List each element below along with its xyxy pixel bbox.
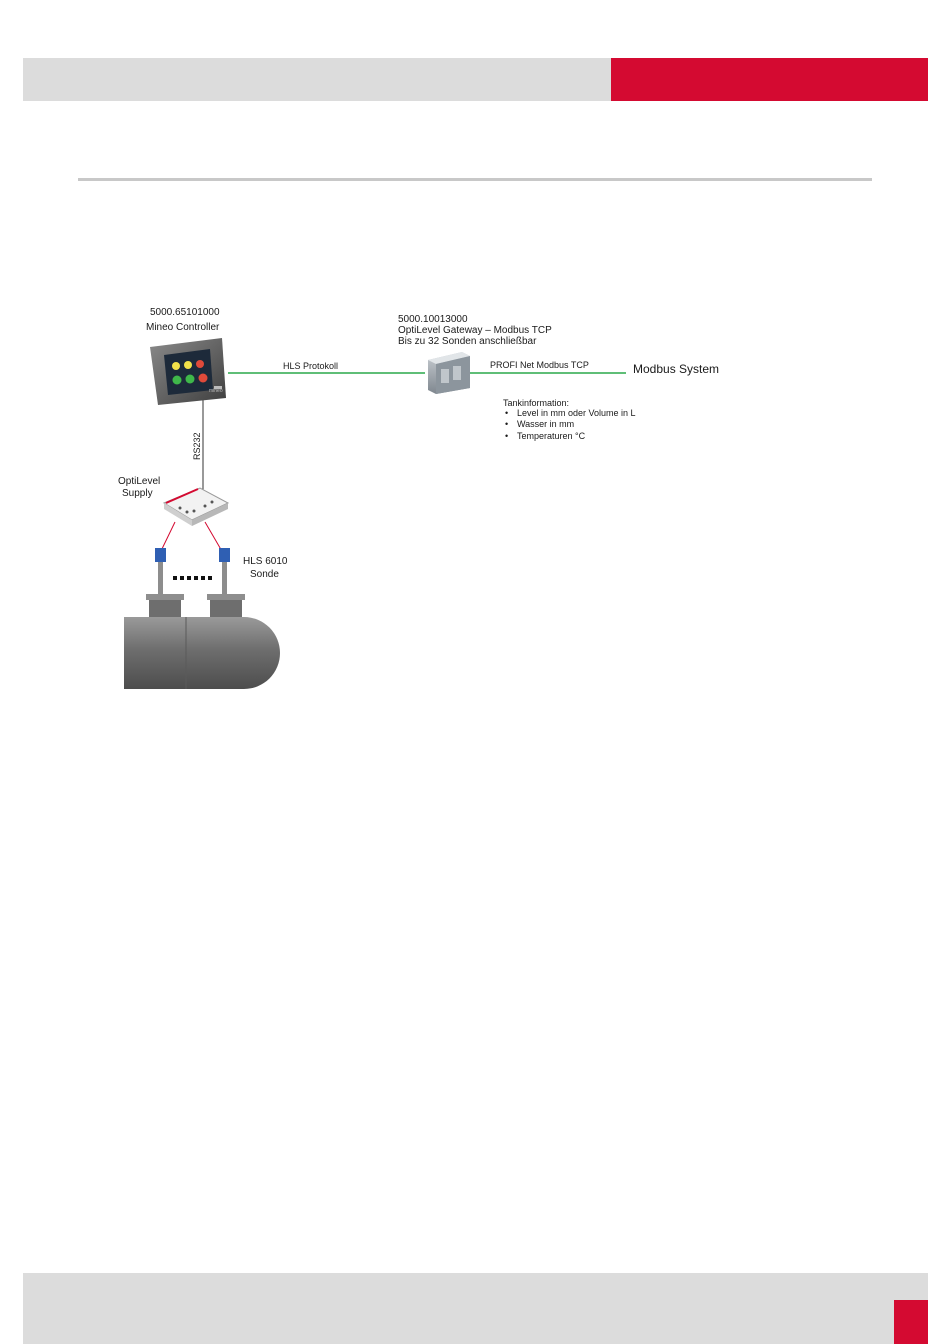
tank-info-item-level: Level in mm oder Volume in L (517, 408, 636, 418)
probe-right-icon (219, 548, 230, 594)
probe-label-line2: Sonde (250, 569, 279, 580)
tank-info-item-water: Wasser in mm (517, 419, 574, 429)
mineo-controller-icon (150, 338, 226, 405)
tank-info-item-temperature: Temperaturen °C (517, 431, 586, 441)
optilevel-supply-icon (164, 488, 228, 526)
tank-icon (124, 594, 280, 689)
tank-info-bullet: • (505, 431, 508, 441)
footer-accent-block (894, 1300, 928, 1344)
probe-label-line1: HLS 6010 (243, 556, 288, 567)
ellipsis-dots (173, 576, 212, 580)
gateway-part-number: 5000.10013000 (398, 314, 468, 325)
rs232-label: RS232 (192, 432, 202, 460)
supply-label-line2: Supply (122, 488, 153, 499)
profinet-modbus-label: PROFI Net Modbus TCP (490, 360, 589, 370)
hls-protocol-label: HLS Protokoll (283, 361, 338, 371)
tank-info-title: Tankinformation: (503, 398, 569, 408)
controller-screen-brand: mineo (209, 388, 223, 394)
modbus-system-label: Modbus System (633, 362, 719, 376)
tank-info-bullet: • (505, 408, 508, 418)
controller-name: Mineo Controller (146, 322, 220, 333)
gateway-capacity: Bis zu 32 Sonden anschließbar (398, 336, 537, 347)
tank-info-bullet: • (505, 419, 508, 429)
supply-label-line1: OptiLevel (118, 476, 160, 487)
probe-left-icon (155, 548, 166, 594)
gateway-device-icon (428, 352, 470, 394)
controller-part-number: 5000.65101000 (150, 307, 220, 318)
gateway-name: OptiLevel Gateway – Modbus TCP (398, 325, 552, 336)
footer-bar (23, 1273, 928, 1344)
